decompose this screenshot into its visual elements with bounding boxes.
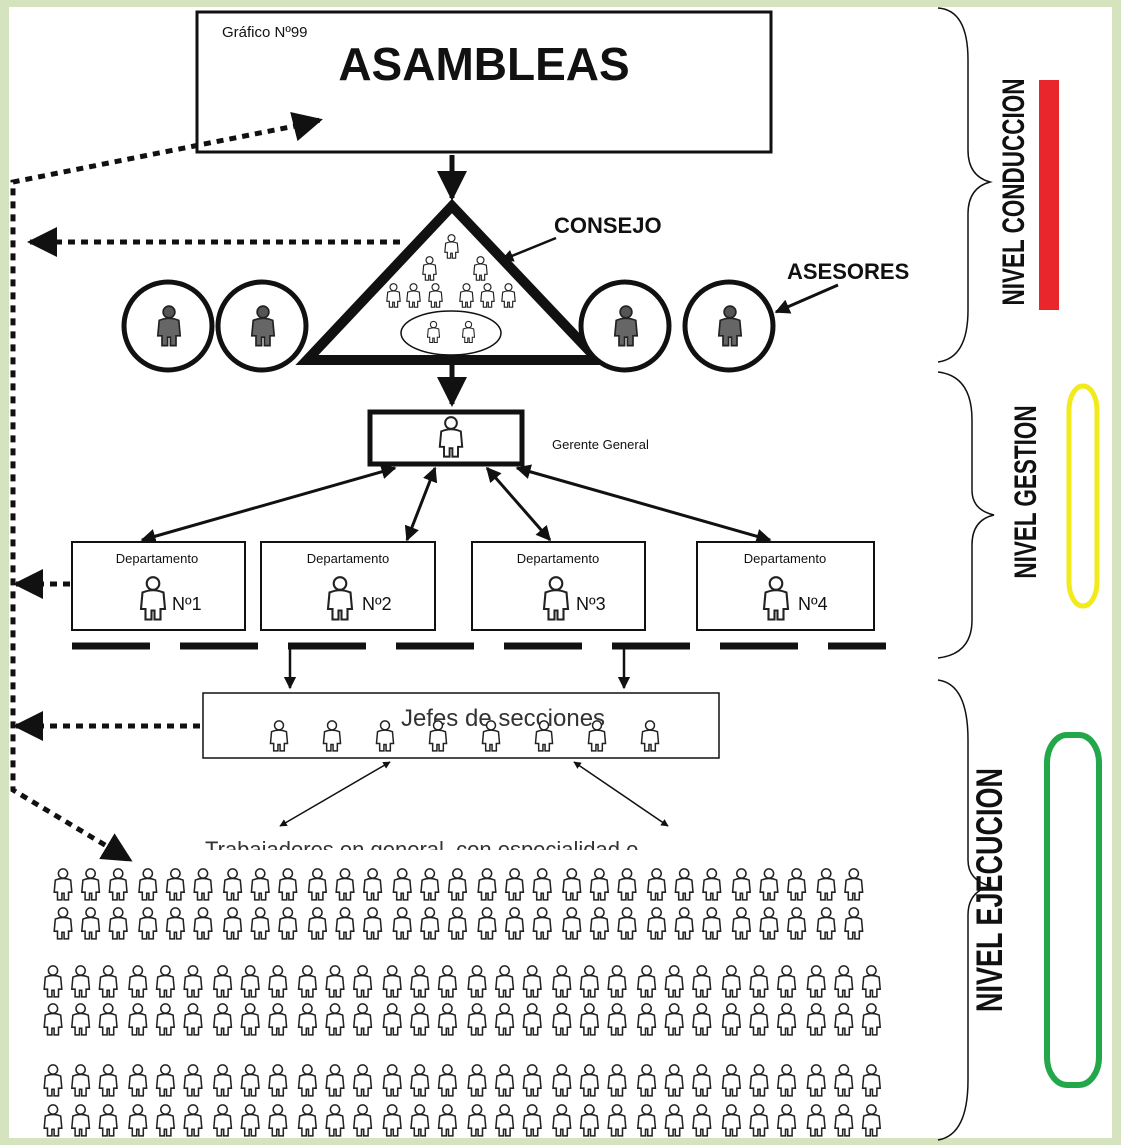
asambleas-title: ASAMBLEAS xyxy=(338,38,629,90)
arrow-jefes-trabajadores-left xyxy=(279,761,391,827)
level-ejecucion-indicator xyxy=(1044,732,1102,1088)
jefes-box xyxy=(202,692,720,759)
trabajadores-label: Trabajadores en general, con especialida… xyxy=(205,837,638,862)
department-2: Departamento Nº2 xyxy=(260,541,436,631)
level-brackets xyxy=(937,7,995,1141)
department-1-number: Nº1 xyxy=(172,594,202,614)
consejo-triangle xyxy=(295,198,610,365)
gerente-label: Gerente General xyxy=(552,437,649,452)
chart-number: Gráfico Nº99 xyxy=(222,24,308,41)
department-2-number: Nº2 xyxy=(362,594,392,614)
arrow-jefes-trabajadores-right xyxy=(573,761,669,827)
department-1-title: Departamento xyxy=(116,551,198,566)
consejo-pointer xyxy=(500,236,557,262)
level-conduccion-label: NIVEL CONDUCCION xyxy=(995,78,1031,305)
level-gestion-label: NIVEL GESTION xyxy=(1007,405,1043,578)
department-3-number: Nº3 xyxy=(576,594,606,614)
level-ejecucion-label: NIVEL EJECUCION xyxy=(968,768,1010,1012)
jefes-label: Jefes de secciones xyxy=(401,705,605,732)
department-2-title: Departamento xyxy=(307,551,389,566)
department-4-number: Nº4 xyxy=(798,594,828,614)
department-3: Departamento Nº3 xyxy=(471,541,646,631)
department-4: Departamento Nº4 xyxy=(696,541,875,631)
gerente-department-arrows xyxy=(140,464,772,544)
department-1: Departamento Nº1 xyxy=(71,541,246,631)
asesores-label: ASESORES xyxy=(787,259,909,284)
level-conduccion-indicator xyxy=(1039,80,1059,310)
department-4-title: Departamento xyxy=(744,551,826,566)
dotted-feedback-line xyxy=(10,111,400,863)
asesores-pointer xyxy=(774,283,839,314)
asesores-group xyxy=(121,279,776,373)
consejo-label: CONSEJO xyxy=(554,213,662,238)
level-gestion-indicator xyxy=(1066,383,1100,609)
consejo-inner-ellipse xyxy=(400,310,502,356)
department-3-title: Departamento xyxy=(517,551,599,566)
